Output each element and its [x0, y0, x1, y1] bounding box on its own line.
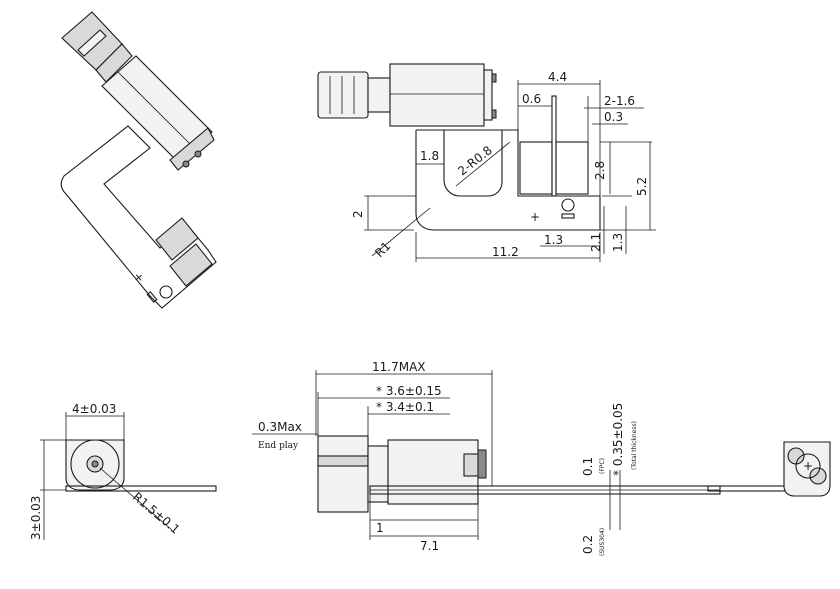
svg-text:+: +: [530, 210, 540, 224]
dim-4-003: 4±0.03: [72, 402, 116, 416]
dim-2-1: 2.1: [589, 233, 603, 252]
dim-1-3-b: 1.3: [611, 233, 625, 252]
dim-r0-8: 2-R0.8: [455, 143, 495, 178]
dim-3-4: * 3.4±0.1: [376, 400, 434, 414]
dim-1-3-a: 1.3: [544, 233, 563, 247]
dim-0-3: 0.3: [604, 110, 623, 124]
dim-2: 2: [351, 210, 365, 218]
svg-text:+: +: [803, 459, 813, 473]
dim-r1: R1: [372, 239, 393, 260]
sus-note: (SUS304): [599, 528, 606, 556]
svg-text:+: +: [130, 269, 147, 286]
end-play-note: End play: [258, 441, 299, 451]
side-view: 11.7MAX * 3.6±0.15 * 3.4±0.1 0.3Max End …: [252, 360, 721, 556]
total-thickness-note: (Total thickness): [631, 421, 638, 470]
dim-r1-5: R1.5±0.1: [130, 490, 182, 537]
dim-0-35: * 0.35±0.05: [611, 403, 625, 476]
dim-2-8: 2.8: [593, 161, 607, 180]
dim-4-4: 4.4: [548, 70, 567, 84]
dim-5-2: 5.2: [635, 177, 649, 196]
dim-1: 1: [376, 521, 384, 535]
dim-1-8: 1.8: [420, 149, 439, 163]
dim-0-6: 0.6: [522, 92, 541, 106]
dim-0-1: 0.1: [581, 457, 595, 476]
top-view: + 4.4 0.6 2-1.6 0.3 2-R0.8 1.8 2.8: [317, 63, 656, 262]
dim-3-003: 3±0.03: [29, 496, 43, 540]
dim-11-2: 11.2: [492, 245, 519, 259]
dim-11-7max: 11.7MAX: [372, 360, 426, 374]
dim-3-6: * 3.6±0.15: [376, 384, 442, 398]
dim-0-2: 0.2: [581, 535, 595, 554]
fpc-note: (FPC): [599, 458, 606, 474]
dim-2-1-6: 2-1.6: [604, 94, 635, 108]
dim-0-3max: 0.3Max: [258, 420, 302, 434]
rear-view: +: [707, 441, 831, 497]
dim-7-1: 7.1: [420, 539, 439, 553]
end-view: 4±0.03 3±0.03 R1.5±0.1: [29, 402, 217, 540]
isometric-view: +: [60, 11, 217, 309]
